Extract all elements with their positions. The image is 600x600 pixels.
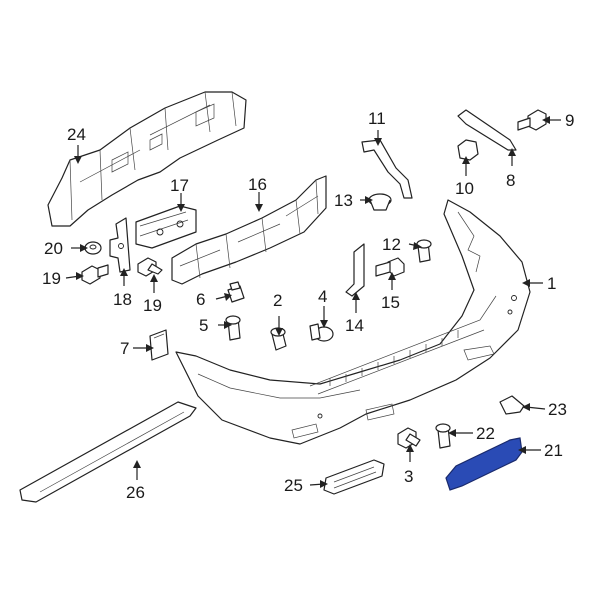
part-7-clip[interactable]: [149, 329, 169, 361]
callout-18: 18: [113, 290, 132, 309]
part-3-bolt[interactable]: [397, 427, 421, 449]
part-19-bolt-right[interactable]: [137, 257, 163, 277]
part-11-brace[interactable]: [361, 139, 413, 199]
callout-23: 23: [548, 400, 567, 419]
callout-9: 9: [565, 111, 574, 130]
callout-10: 10: [455, 179, 474, 198]
part-9-bolt[interactable]: [517, 109, 547, 131]
part-14-bracket[interactable]: [345, 243, 365, 297]
callout-14: 14: [345, 316, 364, 335]
part-13-clip[interactable]: [368, 193, 392, 211]
part-26-trim-strip[interactable]: [19, 401, 197, 503]
callout-2: 2: [273, 291, 282, 310]
part-16-energy-absorber[interactable]: [171, 175, 327, 285]
callout-13: 13: [334, 191, 353, 210]
part-22-bolt[interactable]: [435, 423, 451, 449]
part-17-bracket[interactable]: [135, 205, 197, 249]
callout-19-left: 19: [42, 269, 61, 288]
callout-3: 3: [404, 467, 413, 486]
callout-6: 6: [196, 290, 205, 309]
callout-15: 15: [381, 293, 400, 312]
part-1-bumper-cover[interactable]: [175, 199, 531, 445]
callout-20: 20: [44, 239, 63, 258]
part-18-bracket[interactable]: [109, 217, 131, 273]
callout-21: 21: [544, 441, 563, 460]
callout-4: 4: [318, 287, 327, 306]
part-5-bolt[interactable]: [225, 315, 241, 341]
callout-24: 24: [67, 125, 86, 144]
part-4-grommet[interactable]: [309, 323, 334, 342]
callout-11: 11: [368, 109, 386, 128]
part-6-clip[interactable]: [227, 281, 245, 303]
part-19-bolt-left[interactable]: [81, 264, 109, 285]
part-15-bolt[interactable]: [375, 257, 405, 277]
part-10-nut[interactable]: [457, 139, 479, 161]
callout-25: 25: [284, 476, 303, 495]
callout-26: 26: [126, 483, 145, 502]
callout-17: 17: [170, 176, 189, 195]
callout-1: 1: [547, 274, 556, 293]
part-24-frame-rail[interactable]: [47, 91, 247, 227]
callout-5: 5: [199, 316, 208, 335]
part-25-reflector[interactable]: [323, 459, 385, 495]
callout-7: 7: [120, 339, 129, 358]
callout-22: 22: [476, 424, 495, 443]
part-21-highlighted-trim[interactable]: [445, 437, 523, 491]
part-8-bracket[interactable]: [457, 109, 517, 151]
callout-16: 16: [248, 175, 267, 194]
part-23-bracket[interactable]: [499, 395, 525, 415]
callout-labels: 1 2 3 4 5 6 7 8 9 10 11 12 13 14 15 16 1…: [42, 109, 574, 502]
part-12-bolt[interactable]: [416, 239, 432, 263]
callout-12: 12: [382, 235, 401, 254]
leader-lines: [65, 116, 561, 488]
callout-19-right: 19: [143, 296, 162, 315]
callout-8: 8: [506, 171, 515, 190]
